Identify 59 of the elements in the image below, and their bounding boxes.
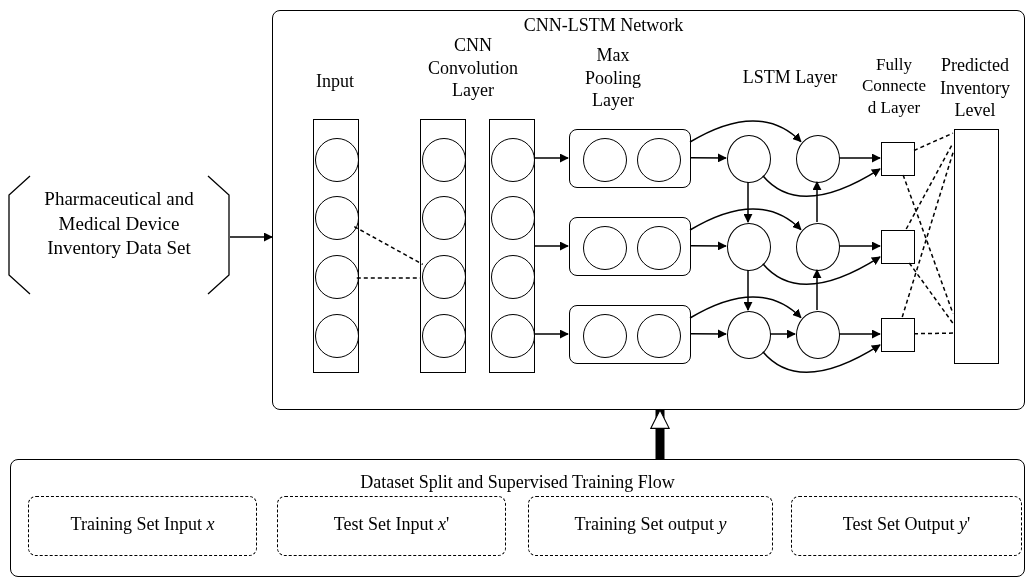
- arrow: [689, 329, 727, 339]
- output-bar: [954, 129, 999, 364]
- panel-title: Dataset Split and Supervised Training Flow: [359, 472, 676, 494]
- arrow: [812, 181, 822, 223]
- pooling-box: [569, 217, 691, 276]
- dense-unit-square: [881, 142, 915, 176]
- layer-column: [420, 119, 466, 373]
- node-text: Training Set Input x: [69, 514, 216, 536]
- node-text: Pharmaceutical and Medical Device Inventory Data Set: [43, 187, 195, 261]
- dashed-connection: [353, 225, 424, 266]
- dataset-split-box: [277, 496, 506, 556]
- node-text: Test Set Output y': [841, 514, 972, 536]
- dashed-connection: [913, 332, 954, 335]
- arrow: [533, 241, 569, 251]
- node-text: Training Set output y: [573, 514, 728, 536]
- pooling-box: [569, 129, 691, 188]
- layer-heading: Max Pooling Layer: [584, 44, 642, 112]
- arrow: [689, 208, 802, 231]
- arrow: [689, 153, 727, 163]
- arrow: [838, 241, 881, 251]
- layer-heading: LSTM Layer: [741, 66, 839, 89]
- arrow: [769, 329, 796, 339]
- arrow: [689, 296, 802, 319]
- arrow: [743, 181, 753, 223]
- layer-column: [489, 119, 535, 373]
- panel-title: CNN-LSTM Network: [522, 15, 685, 37]
- dense-unit-square: [881, 318, 915, 352]
- arrow: [762, 344, 881, 373]
- dashed-connection: [905, 142, 954, 230]
- layer-heading: CNN Convolution Layer: [427, 34, 519, 102]
- block-arrow: [650, 409, 670, 459]
- arrow: [533, 329, 569, 339]
- dashed-connection: [908, 262, 954, 325]
- node-text: Test Set Input x': [332, 514, 451, 536]
- arrow: [743, 269, 753, 311]
- arrow: [533, 153, 569, 163]
- training-flow-panel: [10, 459, 1025, 577]
- layer-heading: Fully Connected Layer: [860, 54, 928, 118]
- arrow: [838, 329, 881, 339]
- layer-column: [313, 119, 359, 373]
- dataset-split-box: [28, 496, 257, 556]
- layer-heading: Input: [315, 70, 355, 93]
- arrow: [229, 232, 273, 242]
- arrow: [762, 168, 881, 197]
- dashed-connection: [901, 151, 954, 318]
- data-source-bracket: [8, 175, 230, 295]
- arrow: [689, 241, 727, 251]
- dataset-split-box: [791, 496, 1022, 556]
- dashed-connection: [913, 132, 954, 152]
- pooling-box: [569, 305, 691, 364]
- dataset-split-box: [528, 496, 773, 556]
- dashed-connection: [902, 174, 954, 315]
- arrow: [838, 153, 881, 163]
- arrow: [762, 256, 881, 285]
- arrow: [812, 269, 822, 311]
- dense-unit-square: [881, 230, 915, 264]
- arrow: [689, 120, 802, 143]
- network-panel: [272, 10, 1025, 410]
- layer-heading: Predicted Inventory Level: [939, 54, 1011, 122]
